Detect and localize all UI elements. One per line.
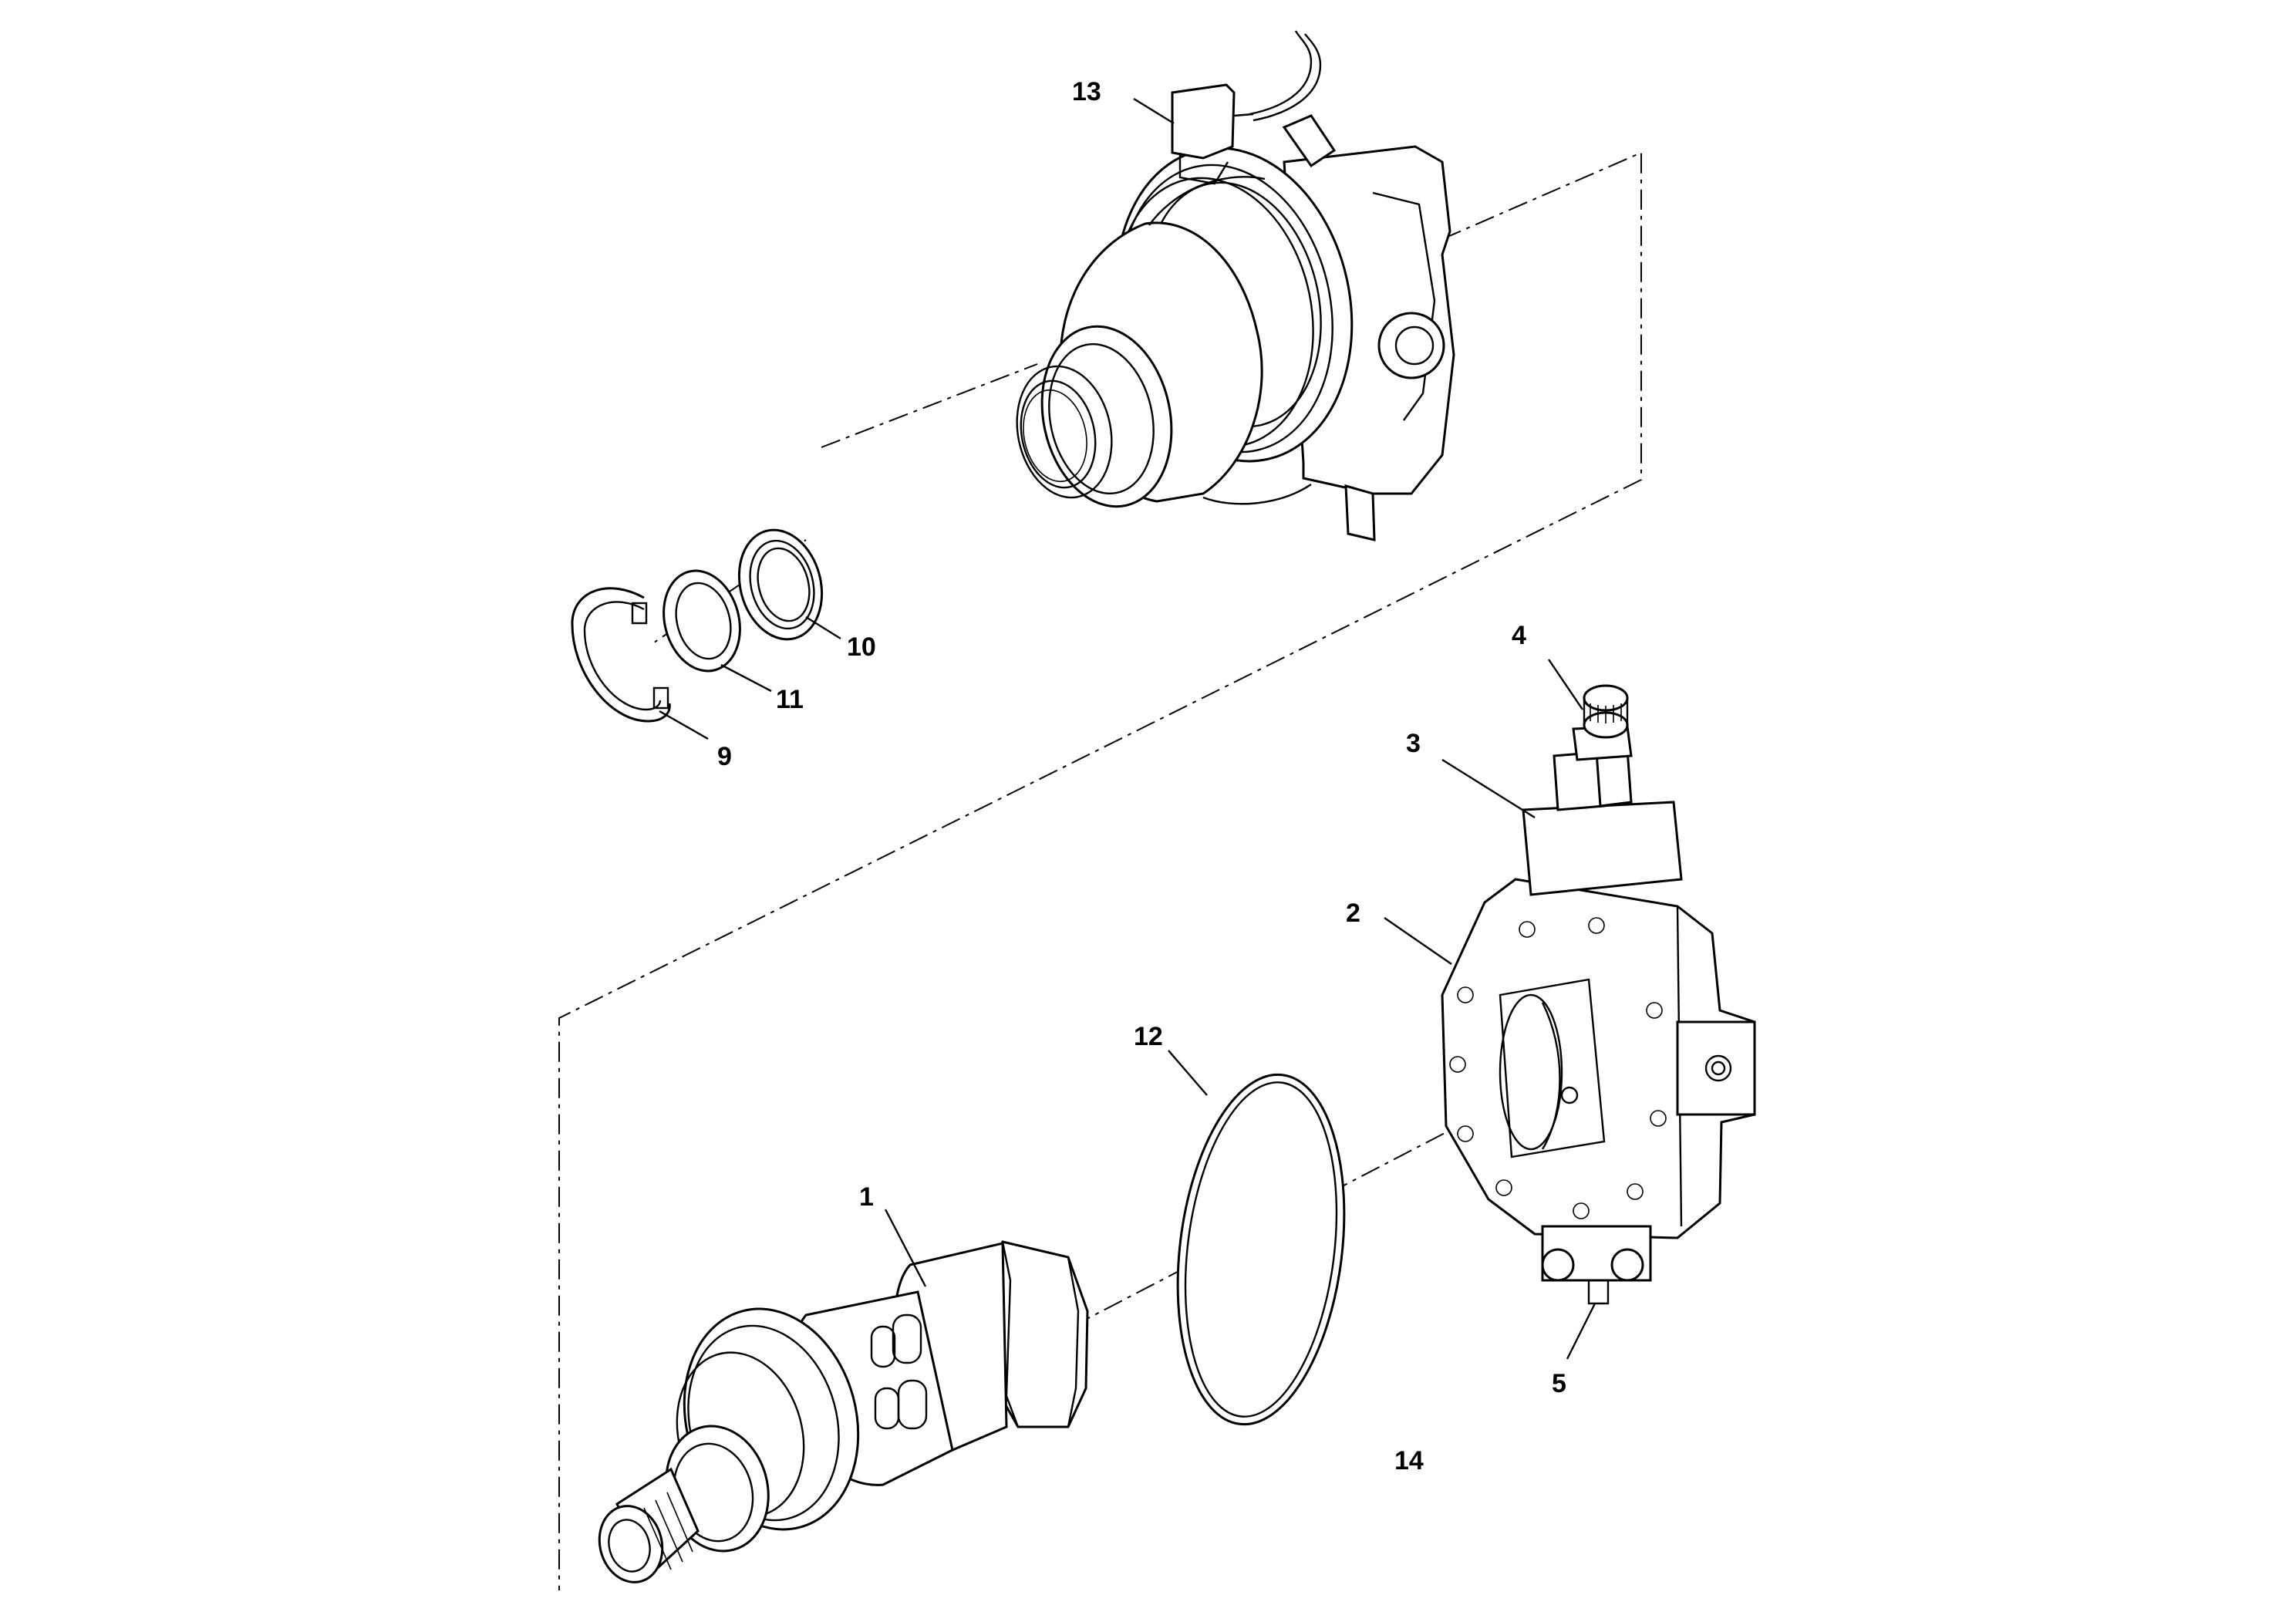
leader-2	[1384, 917, 1452, 965]
o-ring	[1176, 1073, 1346, 1426]
leader-4	[1548, 659, 1583, 710]
leader-11	[720, 663, 772, 693]
callout-5: 5	[1552, 1369, 1566, 1398]
valve-plate-assembly	[1441, 684, 1756, 1305]
callout-3: 3	[1406, 729, 1421, 758]
callout-14: 14	[1394, 1446, 1424, 1475]
shaft-seal	[737, 528, 824, 641]
callout-labels: 1 2 3 4 5 9 10 11 12 13 14	[717, 77, 1566, 1475]
callout-1: 1	[859, 1182, 874, 1212]
rotating-group	[598, 1240, 1089, 1583]
leader-9	[659, 710, 709, 740]
callout-9: 9	[717, 742, 732, 771]
leader-5	[1566, 1303, 1596, 1360]
leader-3	[1441, 758, 1536, 819]
callout-12: 12	[1134, 1022, 1163, 1051]
callout-4: 4	[1512, 621, 1526, 650]
callout-11: 11	[776, 685, 804, 714]
retaining-ring	[571, 587, 671, 723]
leader-1	[884, 1209, 927, 1287]
leader-13	[1133, 97, 1175, 125]
leader-10	[805, 615, 841, 640]
leader-12	[1168, 1050, 1208, 1096]
callout-2: 2	[1346, 899, 1360, 928]
thrust-washer	[663, 569, 741, 673]
callout-10: 10	[847, 632, 876, 662]
callout-13: 13	[1072, 77, 1101, 106]
motor-housing	[1016, 30, 1455, 541]
